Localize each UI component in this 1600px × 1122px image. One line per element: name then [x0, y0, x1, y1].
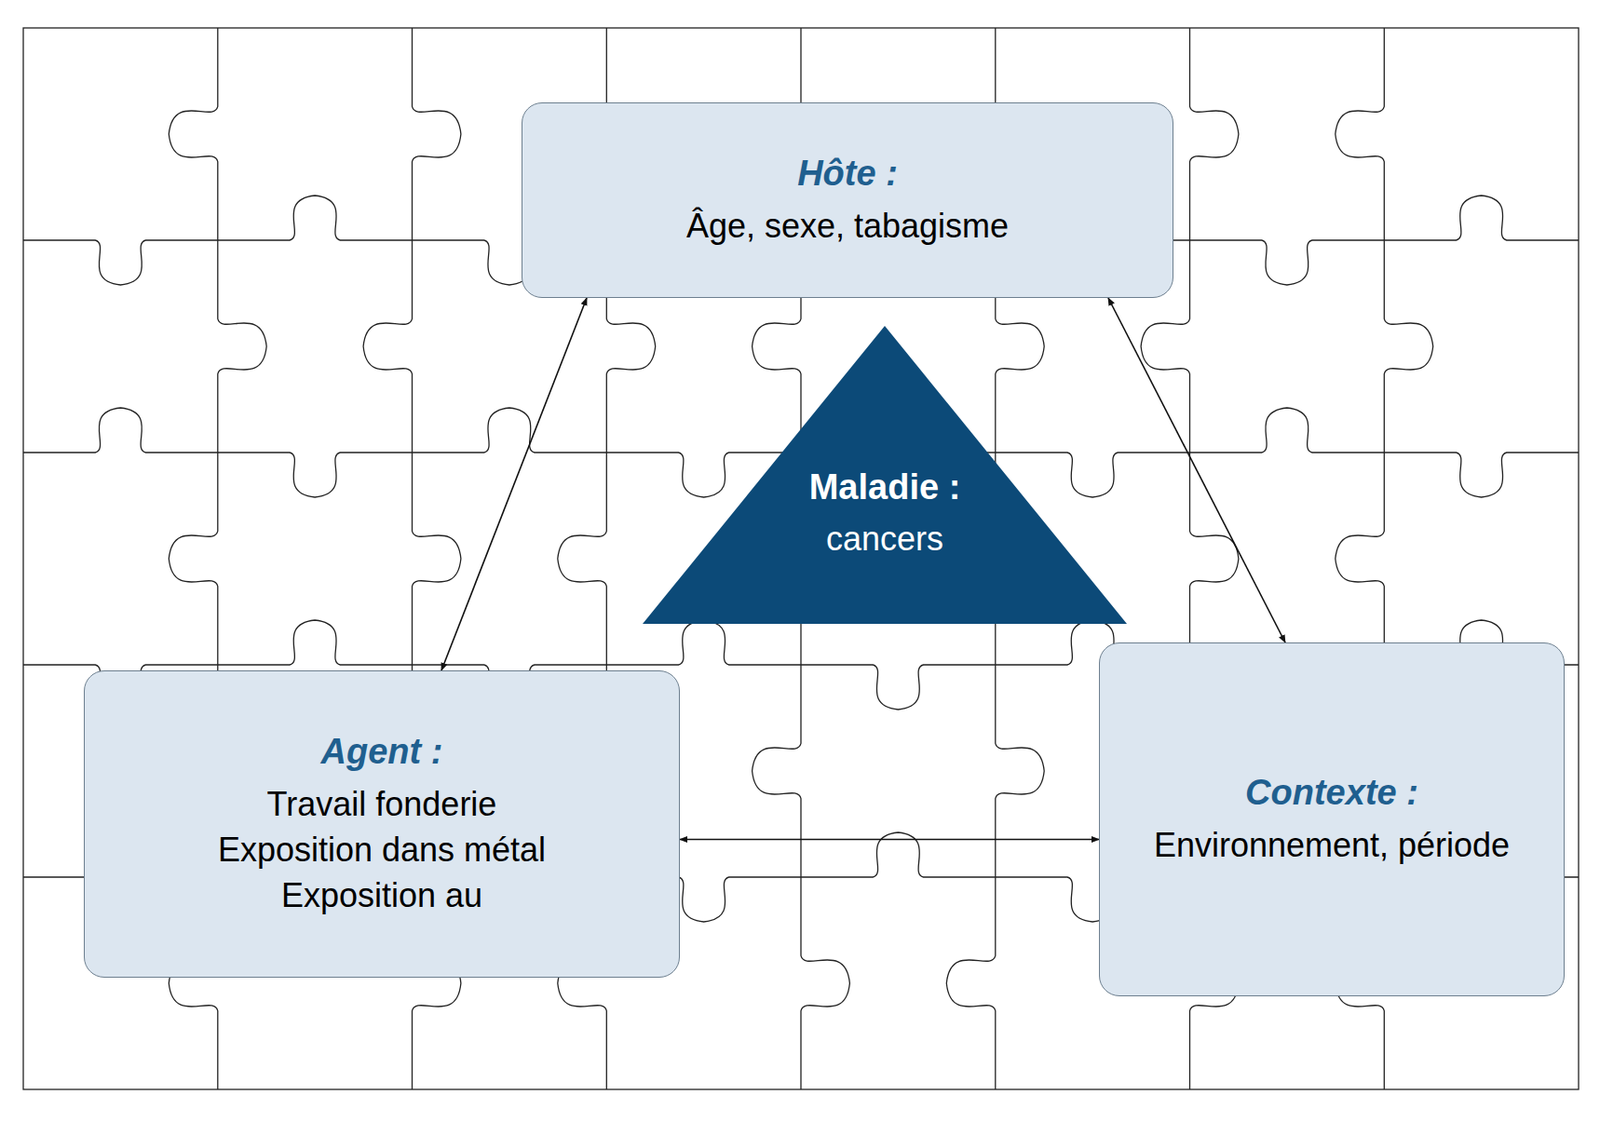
puzzle-cut	[1335, 452, 1385, 665]
node-heading: Agent :	[321, 730, 444, 775]
puzzle-cut	[168, 452, 218, 665]
node-heading: Maladie :	[642, 465, 1127, 511]
puzzle-cut	[1190, 407, 1385, 453]
puzzle-cut	[412, 27, 462, 241]
triangle-text: Maladie : cancers	[642, 325, 1127, 560]
node-text: Exposition au	[281, 874, 483, 917]
disease-triangle: Maladie : cancers	[642, 325, 1127, 624]
puzzle-cut	[946, 877, 996, 1090]
puzzle-cut	[557, 452, 608, 665]
puzzle-cut	[412, 452, 462, 665]
puzzle-cut	[23, 240, 218, 285]
puzzle-cut	[1190, 240, 1385, 285]
puzzle-cut	[1383, 240, 1433, 453]
puzzle-cut	[1190, 27, 1239, 241]
puzzle-cut	[168, 27, 218, 241]
node-text: Exposition dans métal	[217, 828, 546, 871]
puzzle-cut	[217, 620, 413, 665]
node-heading: Hôte :	[797, 151, 898, 197]
puzzle-cut	[217, 240, 267, 453]
triangle-fill	[642, 325, 1127, 624]
puzzle-cut	[800, 664, 996, 710]
puzzle-cut	[800, 877, 850, 1090]
puzzle-frame	[23, 27, 1579, 1090]
puzzle-cut	[995, 452, 1191, 498]
node-text: Environnement, période	[1153, 824, 1510, 867]
node-text: Âge, sexe, tabagisme	[686, 204, 1009, 247]
puzzle-cut	[995, 664, 1045, 878]
puzzle-cut	[363, 240, 412, 453]
puzzle-cut	[1383, 195, 1579, 241]
puzzle-cut	[217, 452, 413, 498]
node-text: Travail fonderie	[267, 783, 498, 826]
double-arrow	[1108, 298, 1286, 643]
puzzle-cut	[1190, 452, 1239, 665]
node-text: cancers	[642, 517, 1127, 560]
puzzle-cut	[752, 664, 801, 878]
double-arrow	[679, 839, 1099, 841]
node-heading: Contexte :	[1245, 771, 1419, 816]
puzzle-cut	[217, 195, 413, 241]
puzzle-cut	[412, 407, 608, 453]
puzzle-cut	[23, 407, 218, 453]
puzzle-cut	[1335, 27, 1385, 241]
agent-box: Agent : Travail fonderieExposition dans m…	[83, 670, 680, 978]
context-box: Contexte : Environnement, période	[1098, 642, 1565, 997]
double-arrow	[441, 298, 587, 671]
puzzle-cut	[606, 620, 801, 665]
host-box: Hôte : Âge, sexe, tabagisme	[521, 102, 1174, 299]
puzzle-cut	[1383, 452, 1579, 498]
